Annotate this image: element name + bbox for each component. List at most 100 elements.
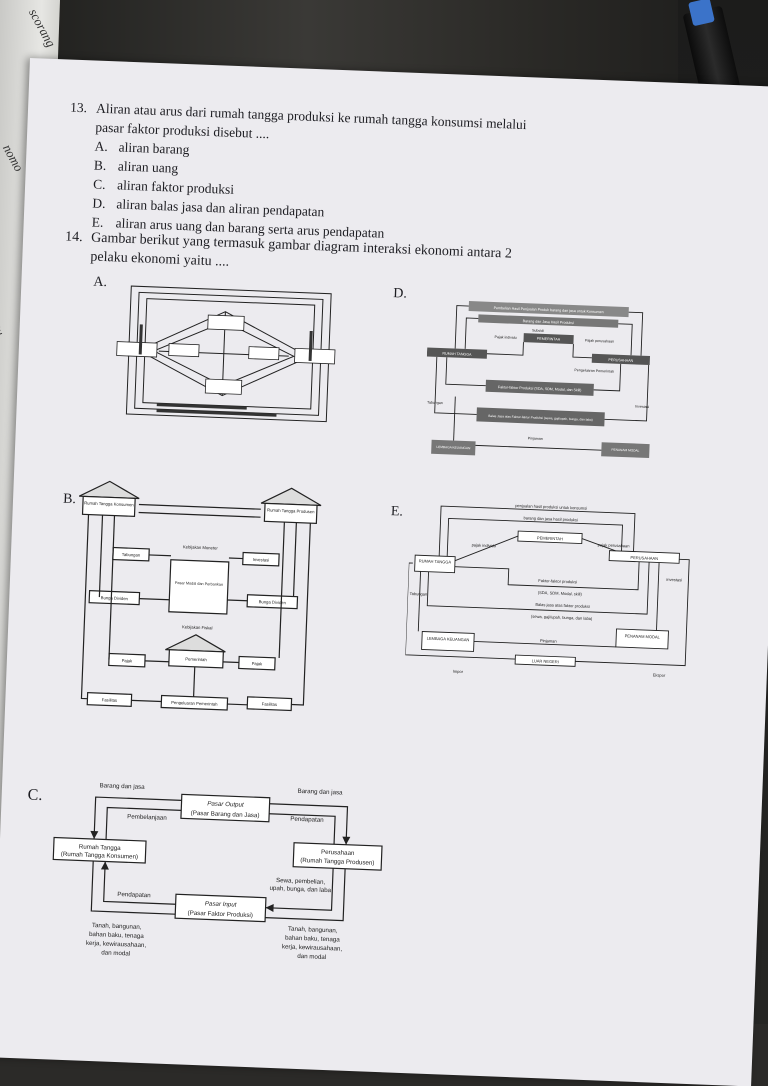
d-subsidi: Subsidi: [532, 328, 544, 332]
question-number: 13.: [69, 99, 88, 116]
d-penanam: PENANAM MODAL: [611, 448, 639, 453]
c-tanah-right: dan modal: [297, 953, 326, 961]
diagram-e: penjualan hasil produksi untuk konsumsi …: [404, 503, 690, 678]
b-kebijakan-fiskal: Kebijakan Fiskal: [182, 624, 213, 630]
e-penanam: PENANAM MODAL: [625, 633, 661, 639]
c-barang-jasa-left: Barang dan jasa: [99, 782, 145, 791]
d-barang-jasa: Barang dan Jasa Hasil Produksi: [523, 319, 574, 325]
e-pinjaman: Pinjaman: [540, 638, 557, 644]
b-pemerintah: Pemerintah: [185, 656, 207, 662]
b-rt-konsumen: Rumah Tangga Konsumen: [84, 500, 134, 507]
c-sewa-line1: Sewa, pembelian,: [276, 877, 326, 886]
option-label-e[interactable]: E.: [390, 504, 404, 520]
book-edge-word: ntu: [0, 316, 8, 339]
b-pengeluaran: Pengeluaran Pemerintah: [171, 700, 218, 707]
d-pinjaman: Pinjaman: [528, 436, 543, 441]
c-tanah-left: dan modal: [101, 949, 130, 957]
c-tanah-left: Tanah, bangunan,: [92, 922, 142, 931]
c-pasar-input-sub: (Pasar Faktor Produksi): [187, 910, 253, 920]
e-balas-jasa: Balas jasa atas faktor produksi: [535, 602, 590, 609]
worksheet-page: 13. Aliran atau arus dari rumah tangga p…: [0, 58, 768, 1086]
d-rumah-tangga-box: [426, 347, 488, 359]
b-pasar-modal-box: [168, 559, 230, 615]
diagram-a-box: [116, 341, 158, 358]
b-fasilitas-left: Fasilitas: [102, 697, 118, 703]
c-pasar-input: Pasar Input: [205, 900, 237, 908]
e-impor: Impor: [453, 669, 464, 674]
b-pajak-right: Pajak: [252, 661, 264, 666]
diagram-b: Rumah Tangga Konsumen Rumah Tangga Produ…: [78, 480, 322, 712]
d-perusahaan: PERUSAHAAN: [608, 358, 633, 363]
b-rt-produsen: Rumah Tangga Produsen: [267, 507, 315, 514]
diagram-c: Barang dan jasa Barang dan jasa Pasar Ou…: [52, 782, 383, 961]
d-pemerintah: PEMERINTAH: [537, 337, 561, 342]
e-ekspor: Ekspor: [653, 672, 666, 677]
pencil-tip: [688, 0, 715, 27]
e-penanam-box: [615, 628, 669, 650]
e-luar-negeri: LUAR NEGERI: [532, 658, 559, 664]
b-pemerintah-box: [168, 649, 224, 669]
d-lembaga: LEMBAGA KEUANGAN: [436, 445, 471, 450]
b-pasar-modal: Pasar Modal dan Perbankan: [175, 581, 223, 587]
option-label-d[interactable]: D.: [392, 286, 408, 302]
b-rt-konsumen-box: [81, 495, 136, 517]
d-perusahaan-box: [591, 353, 651, 366]
b-bunga-dividen-left: Bunga Dividen: [101, 595, 129, 601]
b-investasi: Investasi: [253, 557, 270, 563]
e-rumah-tangga-box: [414, 554, 456, 574]
b-fasilitas-right: Fasilitas: [262, 701, 278, 707]
c-pembelanjaan: Pembelanjaan: [127, 813, 167, 822]
d-pajak: Pajak individu: [494, 335, 516, 340]
d-top-label: Pembelian Hasil Penjualan Produk barang …: [494, 306, 604, 314]
b-kebijakan-moneter: Kebijakan Moneter: [183, 544, 219, 550]
c-perusahaan-box: [292, 842, 383, 871]
e-faktor: Faktor-faktor produksi: [538, 578, 577, 584]
e-perusahaan: PERUSAHAAN: [630, 555, 658, 561]
e-luar-negeri-box: [514, 654, 576, 667]
d-rumah-tangga: RUMAH TANGGA: [442, 352, 472, 357]
c-sewa-line2: upah, bunga, dan laba: [269, 885, 331, 894]
c-tanah-left: bahan baku, tenaga: [89, 931, 144, 940]
c-pasar-output: Pasar Output: [207, 800, 244, 808]
c-tanah-right: kerja, kewirausahaan,: [282, 943, 343, 952]
b-pajak-left: Pajak: [122, 658, 134, 663]
c-rt-konsumen-box: [52, 836, 147, 864]
d-lembaga-box: [431, 439, 476, 456]
c-tanah-right: bahan baku, tenaga: [285, 934, 340, 943]
e-pajak-perusahaan: pajak perusahaan: [598, 542, 630, 548]
diagram-a: [116, 285, 336, 423]
b-tabungan: Tabungan: [122, 552, 141, 558]
c-pendapatan-top: Pendapatan: [290, 816, 324, 824]
c-rt-konsumen-sub: (Rumah Tangga Konsumen): [61, 851, 138, 861]
c-pendapatan-bottom: Pendapatan: [117, 891, 151, 899]
d-pajak-perusahaan: Pajak perusahaan: [585, 339, 614, 344]
e-investasi: investasi: [666, 577, 682, 583]
e-barang-jasa: barang dan jasa hasil produksi: [523, 515, 578, 522]
c-barang-jasa-right: Barang dan jasa: [297, 788, 343, 797]
d-balas-jasa: Balas Jasa atas Faktor-faktor Produksi (…: [488, 414, 593, 422]
e-lembaga-box: [421, 631, 475, 652]
diagram-a-box: [294, 347, 336, 365]
e-penjualan: penjualan hasil produksi untuk konsumsi: [515, 503, 587, 511]
e-rumah-tangga: RUMAH TANGGA: [419, 558, 452, 564]
e-perusahaan-box: [608, 550, 680, 564]
option-label-c[interactable]: C.: [27, 786, 43, 805]
book-edge-word: nomo: [0, 141, 27, 175]
c-tanah-right: Tanah, bangunan,: [288, 926, 338, 935]
e-pajak-individu: pajak individu: [472, 542, 496, 548]
diagram-a-box: [204, 378, 243, 395]
c-perusahaan-sub: (Rumah Tangga Produsen): [300, 857, 374, 867]
c-pasar-output-sub: (Pasar Barang dan Jasa): [191, 810, 260, 820]
question-number: 14.: [64, 229, 83, 246]
c-pasar-output-box: [180, 793, 271, 823]
d-faktor: Faktor-faktor Produksi (SDA, SDM, Modal,…: [498, 385, 582, 392]
c-perusahaan: Perusahaan: [321, 849, 355, 857]
book-edge-word: scorang: [25, 5, 59, 50]
d-investasi: Investasi: [635, 404, 650, 409]
e-tabungan: Tabungan: [410, 591, 428, 597]
c-rt-konsumen: Rumah Tangga: [79, 843, 122, 852]
e-balas-jasa-sub: (sewa, gaji/upah, bunga, dan laba): [531, 614, 593, 621]
c-pasar-input-box: [174, 893, 267, 923]
b-bunga-dividen-right: Bunga Dividen: [259, 599, 287, 605]
c-tanah-left: kerja, kewirausahaan,: [86, 940, 147, 949]
